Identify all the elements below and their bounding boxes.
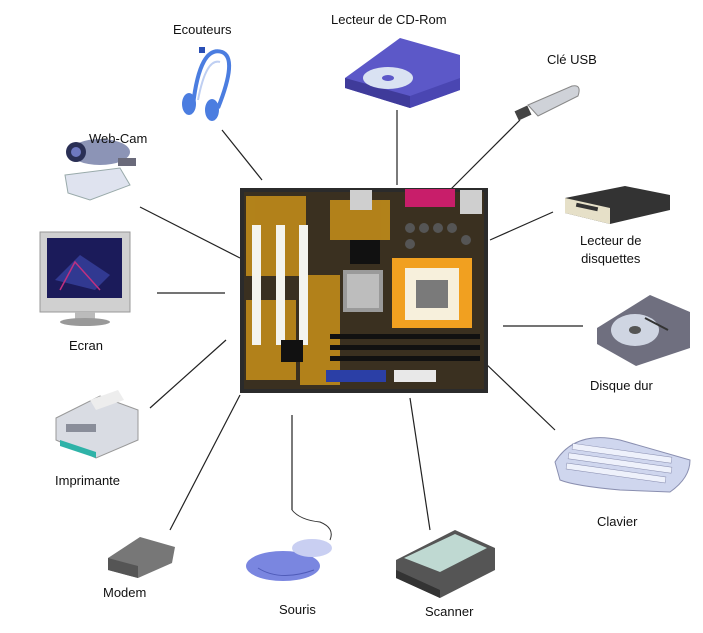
label-souris: Souris <box>279 602 316 617</box>
monitor-icon <box>39 231 131 326</box>
label-ecran: Ecran <box>69 338 103 353</box>
printer-icon <box>55 390 139 459</box>
ecouteurs-icon <box>182 47 232 121</box>
label-cdrom: Lecteur de CD-Rom <box>331 12 447 27</box>
label-scanner: Scanner <box>425 604 474 619</box>
floppy-drive-icon <box>565 186 670 224</box>
label-modem: Modem <box>103 585 147 600</box>
label-imprimante: Imprimante <box>55 473 121 488</box>
hard-disk-icon <box>597 295 690 366</box>
label-disquettes: Lecteur de disquettes <box>580 232 641 268</box>
modem-icon <box>108 537 175 578</box>
connector-floppy <box>489 211 554 241</box>
mouse-icon <box>246 509 332 581</box>
label-ecouteurs: Ecouteurs <box>173 22 232 37</box>
connector-clavier <box>483 361 556 431</box>
connector-ecouteurs <box>221 129 263 181</box>
label-webcam: Web-Cam <box>89 131 148 146</box>
scanner-icon <box>396 530 495 598</box>
connector-scanner <box>409 397 431 531</box>
connector-modem <box>169 394 241 531</box>
usb-key-icon <box>514 85 580 121</box>
connector-usb <box>449 119 521 191</box>
connector-imprimante <box>149 339 227 409</box>
webcam-icon <box>64 139 136 201</box>
label-clavier: Clavier <box>597 514 638 529</box>
cdrom-icon <box>345 38 460 108</box>
label-disquettes-line2: disquettes <box>581 251 641 266</box>
label-disquettes-line1: Lecteur de <box>580 233 642 248</box>
connector-webcam <box>139 206 241 259</box>
keyboard-icon <box>554 437 691 493</box>
label-usb: Clé USB <box>547 52 597 67</box>
label-disque-dur: Disque dur <box>590 378 653 393</box>
motherboard-image <box>240 188 488 393</box>
